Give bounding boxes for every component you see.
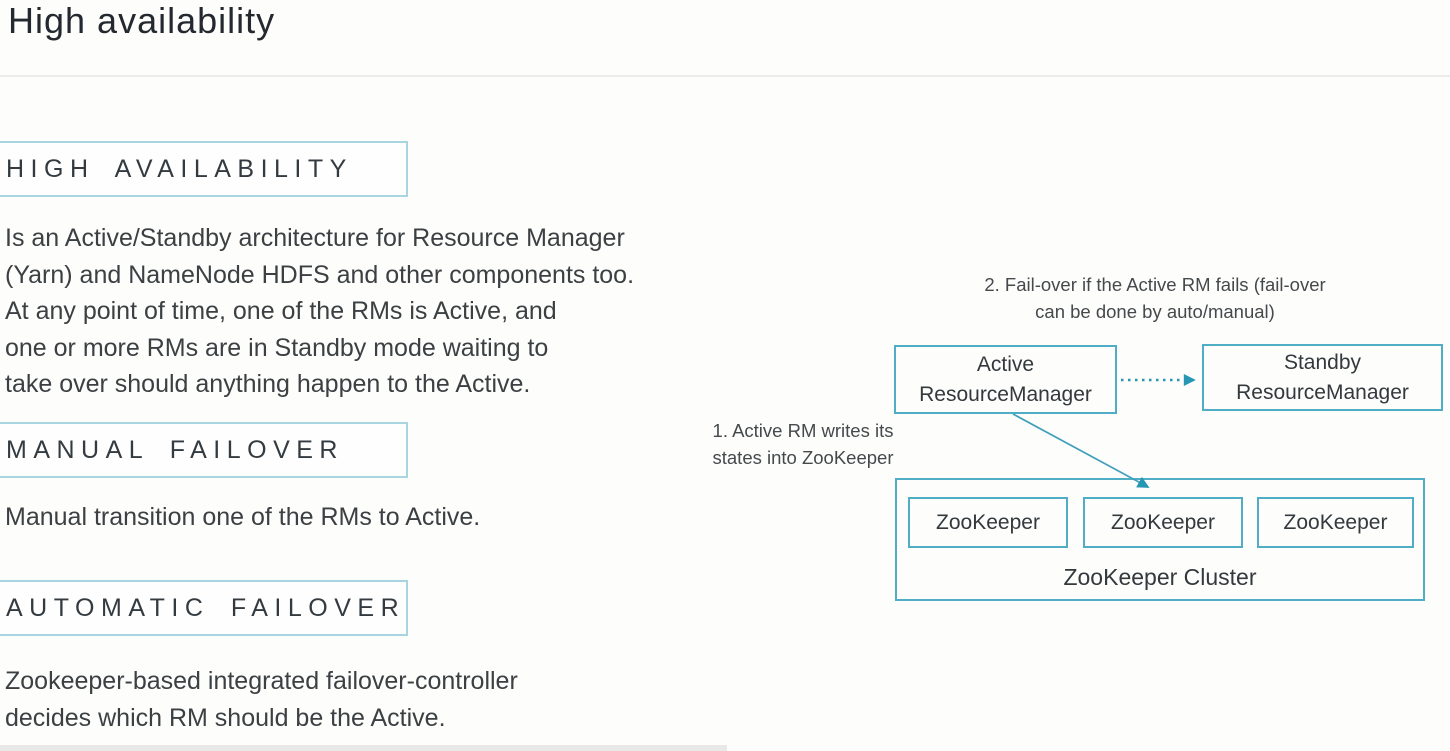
zookeeper-cluster-box [895,478,1425,601]
section-heading-label: MANUAL FAILOVER [6,435,344,464]
node-standby-resourcemanager: Standby ResourceManager [1202,344,1443,411]
section-heading-box-manual-failover: MANUAL FAILOVER [0,422,408,478]
section-heading-label: AUTOMATIC FAILOVER [6,593,406,622]
node-label: Standby ResourceManager [1236,350,1409,404]
node-label: ZooKeeper [1111,510,1215,534]
node-zookeeper-2: ZooKeeper [1083,497,1243,548]
node-label: ZooKeeper [1283,510,1388,534]
node-zookeeper-3: ZooKeeper [1257,497,1414,548]
annotation-writes-to-zookeeper: 1. Active RM writes its states into ZooK… [712,420,894,468]
section-heading-box-high-availability: HIGH AVAILABILITY [0,141,408,197]
page-title: High availability [8,0,276,41]
section-heading-label: HIGH AVAILABILITY [6,154,353,183]
section-body-automatic-failover: Zookeeper-based integrated failover-cont… [5,667,518,732]
section-body-high-availability: Is an Active/Standby architecture for Re… [5,224,635,398]
zookeeper-cluster-label: ZooKeeper Cluster [1063,564,1257,590]
node-zookeeper-1: ZooKeeper [908,497,1068,548]
annotation-failover: 2. Fail-over if the Active RM fails (fai… [984,274,1326,322]
title-divider [0,75,1450,77]
node-label: Active ResourceManager [919,352,1092,406]
section-heading-box-automatic-failover: AUTOMATIC FAILOVER [0,580,408,636]
section-body-manual-failover: Manual transition one of the RMs to Acti… [5,503,481,531]
writes-states-arrow [1012,413,1150,488]
node-label: ZooKeeper [936,510,1040,534]
node-active-resourcemanager: Active ResourceManager [894,345,1117,414]
bottom-strip [0,745,727,751]
